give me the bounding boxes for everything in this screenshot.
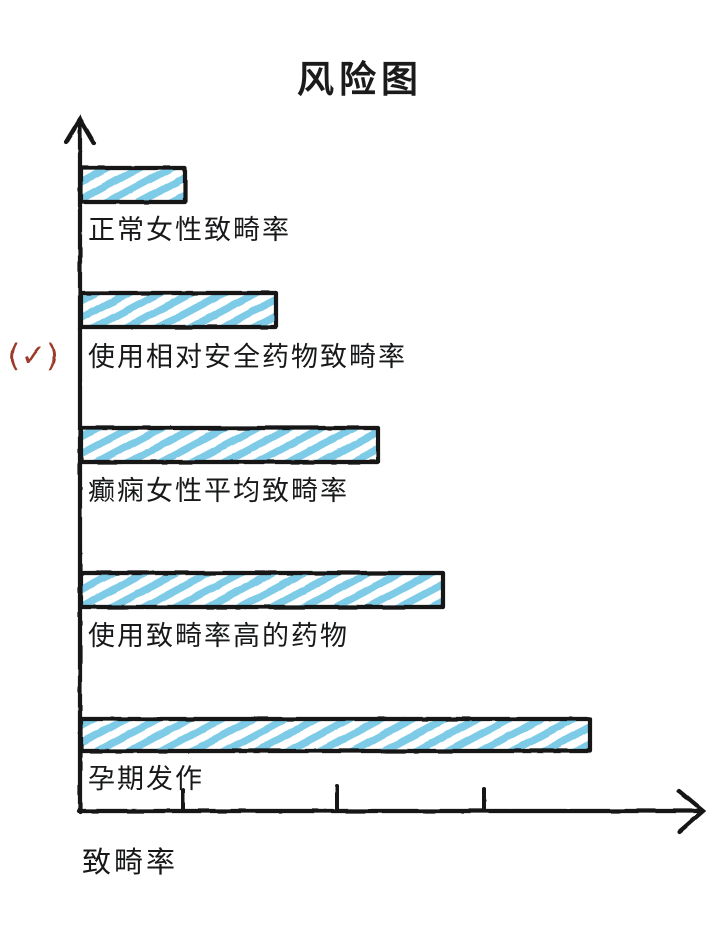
bar-outline (78, 165, 188, 205)
bar-outline (78, 716, 593, 754)
bar-item[interactable]: 使用相对安全药物致畸率 (✓) (8, 290, 407, 374)
bar-item[interactable]: 癫痫女性平均致畸率 (78, 425, 381, 507)
y-axis-arrow-icon (63, 114, 97, 146)
bar-label: 癫痫女性平均致畸率 (88, 476, 349, 507)
bar-item[interactable]: 正常女性致畸率 (78, 165, 291, 246)
selected-check-marker: (✓) (8, 338, 58, 374)
bar-fill (81, 573, 443, 607)
page-title: 风险图 (297, 58, 423, 101)
bar-outline (78, 290, 279, 330)
bar-label: 使用致畸率高的药物 (88, 621, 349, 652)
x-axis-arrow-icon (676, 788, 707, 835)
bar-label: 孕期发作 (88, 764, 204, 795)
bar-fill (81, 293, 276, 327)
bar-label: 使用相对安全药物致畸率 (88, 342, 407, 373)
bar-label: 正常女性致畸率 (88, 215, 291, 246)
bar-item[interactable]: 孕期发作 (78, 716, 593, 795)
axes-group (63, 114, 707, 835)
bar-fill (81, 719, 590, 751)
bar-item[interactable]: 使用致畸率高的药物 (78, 570, 446, 652)
x-axis-title: 致畸率 (82, 845, 178, 879)
bar-fill (81, 168, 185, 202)
bar-outline (78, 570, 446, 610)
bars-group: 正常女性致畸率 使用相对安全药物致畸率 (✓) 癫痫女性平均致畸率 使用致畸率高… (8, 165, 593, 795)
bar-outline (78, 425, 381, 465)
bar-fill (81, 428, 378, 462)
